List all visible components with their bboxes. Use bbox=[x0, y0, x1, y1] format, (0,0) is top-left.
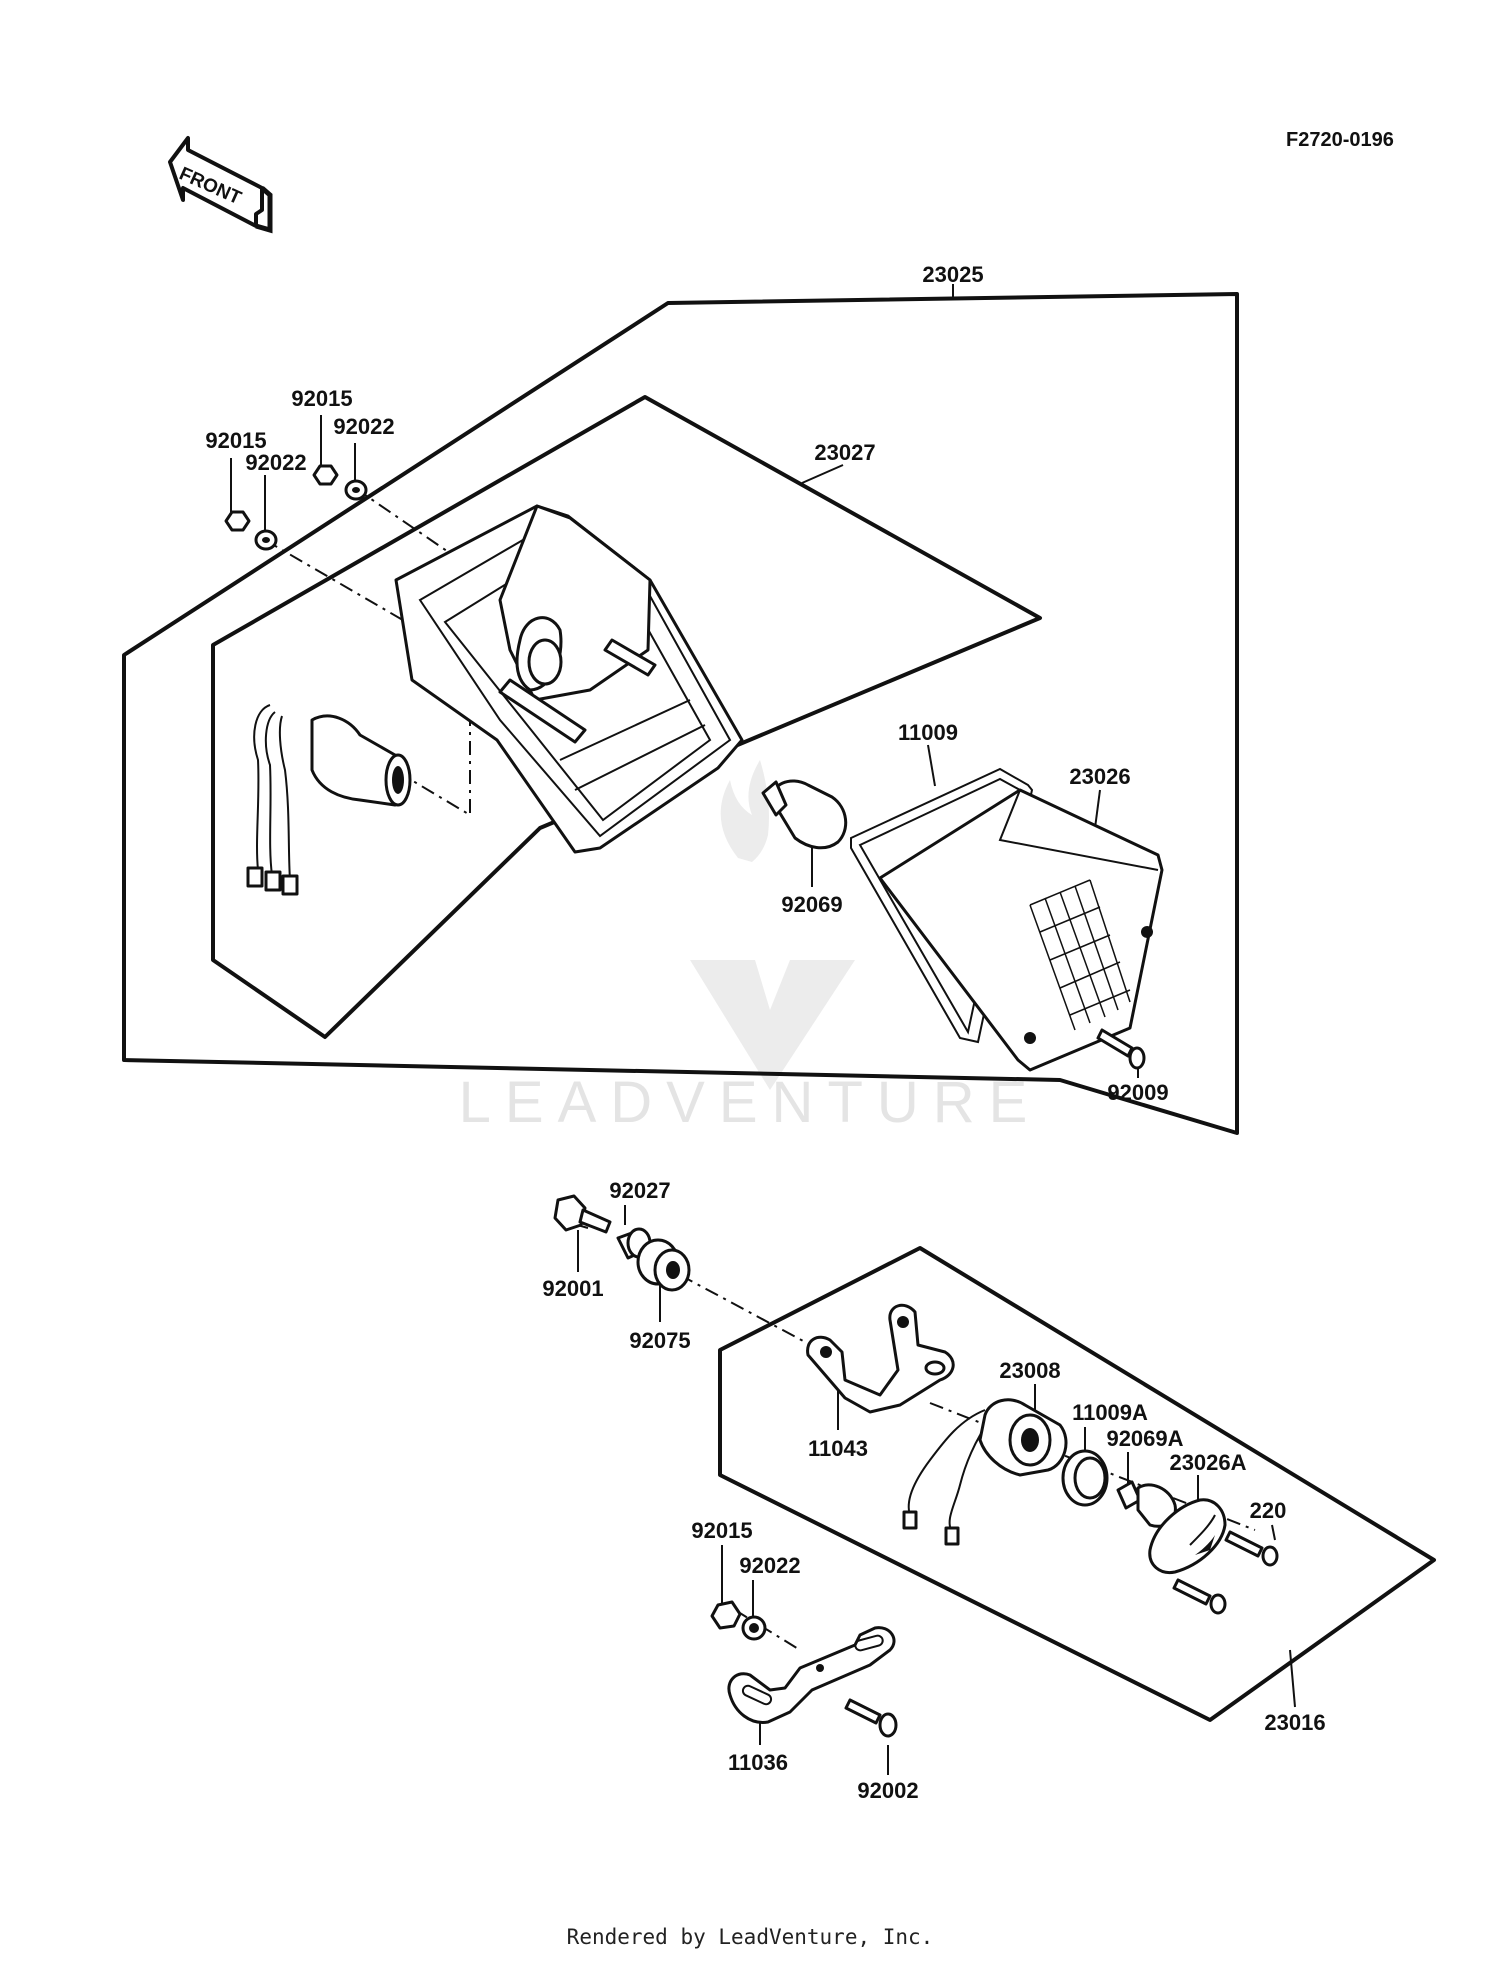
tail-lamp-housing-outline bbox=[211, 395, 1042, 1039]
bolt-92001 bbox=[553, 1194, 612, 1234]
lens-23026 bbox=[878, 788, 1164, 1072]
screw-220-b bbox=[1172, 1578, 1227, 1615]
footer-credit: Rendered by LeadVenture, Inc. bbox=[567, 1925, 934, 1949]
mount-line-1 bbox=[264, 539, 421, 631]
leader-11009 bbox=[927, 744, 936, 787]
leadventure-watermark: LEADVENTURE bbox=[459, 760, 1042, 1135]
washer-92022-b bbox=[344, 479, 368, 501]
watermark-text: LEADVENTURE bbox=[459, 1070, 1042, 1135]
callout-92009: 92009 bbox=[1107, 1080, 1168, 1105]
lamp-socket-harness bbox=[246, 704, 412, 896]
callout-220: 220 bbox=[1250, 1498, 1287, 1523]
license-lamp-assembly-outline bbox=[718, 1246, 1436, 1722]
callout-92015-a: 92015 bbox=[205, 428, 266, 453]
socket-23008 bbox=[902, 1398, 1068, 1546]
callout-23016: 23016 bbox=[1264, 1710, 1325, 1735]
callout-11009A: 11009A bbox=[1072, 1400, 1148, 1425]
callout-23008: 23008 bbox=[999, 1358, 1060, 1383]
front-arrow-icon: FRONT bbox=[168, 136, 273, 234]
callout-92069: 92069 bbox=[781, 892, 842, 917]
callout-92022-a: 92022 bbox=[245, 450, 306, 475]
mount-line-8 bbox=[734, 1609, 801, 1651]
tail-lamp-housing bbox=[394, 504, 744, 854]
nut-92015-c bbox=[710, 1600, 742, 1630]
diagram-code: F2720-0196 bbox=[1286, 129, 1394, 151]
callout-92022-b: 92022 bbox=[333, 414, 394, 439]
callout-92022-c: 92022 bbox=[739, 1553, 800, 1578]
gasket-11009A bbox=[1061, 1449, 1109, 1507]
bulb-92069 bbox=[761, 779, 848, 850]
callout-23025: 23025 bbox=[922, 262, 983, 287]
callout-92075: 92075 bbox=[629, 1328, 690, 1353]
callout-92027: 92027 bbox=[609, 1178, 670, 1203]
callout-92069A: 92069A bbox=[1106, 1426, 1183, 1451]
lens-grid bbox=[1029, 879, 1131, 1031]
tail-lamp-assembly-outline bbox=[122, 292, 1239, 1135]
callout-92015-b: 92015 bbox=[291, 386, 352, 411]
mount-line-5 bbox=[559, 1219, 589, 1229]
screw-92002 bbox=[844, 1698, 898, 1738]
callout-92015-c: 92015 bbox=[691, 1518, 752, 1543]
bracket-11036 bbox=[727, 1626, 896, 1724]
mount-line-6 bbox=[679, 1274, 821, 1351]
washer-92022-c bbox=[741, 1615, 767, 1641]
mount-line-2 bbox=[354, 487, 461, 561]
nut-92015-b bbox=[312, 464, 339, 486]
leader-23026 bbox=[1094, 789, 1101, 829]
screw-220-a bbox=[1224, 1530, 1279, 1567]
leader-23016 bbox=[1289, 1649, 1296, 1708]
nut-92015-a bbox=[224, 510, 251, 532]
screw-92009 bbox=[1096, 1028, 1146, 1070]
callout-11009: 11009 bbox=[898, 720, 958, 745]
bracket-11043 bbox=[806, 1303, 955, 1414]
leader-23027 bbox=[801, 464, 844, 484]
washer-92022-a bbox=[254, 529, 278, 551]
callout-23027: 23027 bbox=[814, 440, 875, 465]
leader-220 bbox=[1271, 1524, 1276, 1541]
callout-11036: 11036 bbox=[728, 1750, 788, 1775]
callout-23026A: 23026A bbox=[1169, 1450, 1246, 1475]
lens-23026A bbox=[1148, 1498, 1227, 1575]
callout-23026: 23026 bbox=[1069, 764, 1130, 789]
grommet-92075 bbox=[636, 1238, 691, 1292]
callout-92002: 92002 bbox=[857, 1778, 918, 1803]
bulb-92069A bbox=[1116, 1480, 1177, 1528]
callout-92001: 92001 bbox=[542, 1276, 603, 1301]
callout-11043: 11043 bbox=[808, 1436, 868, 1461]
